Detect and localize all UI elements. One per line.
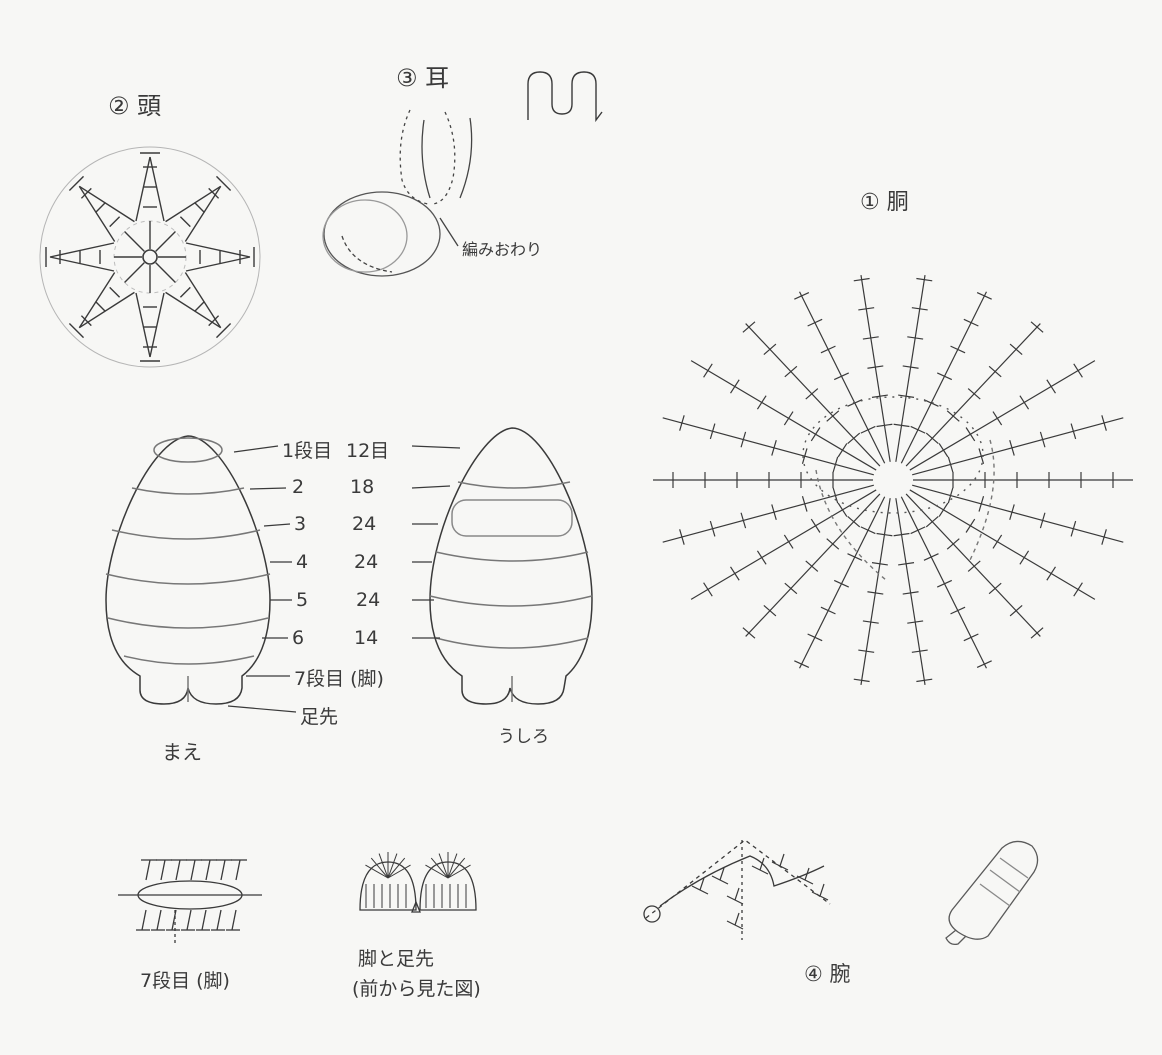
ear-label: ③ 耳	[396, 58, 449, 93]
round-label: 2	[292, 476, 304, 498]
stitch-count: 24	[354, 551, 378, 573]
leg-toe-chart	[360, 852, 476, 912]
stitch-count: 24	[352, 513, 376, 535]
head-label: ② 頭	[108, 86, 161, 121]
round-label: 6	[292, 627, 304, 649]
round-label: 5	[296, 589, 308, 611]
body-chart	[653, 275, 1133, 685]
front-view-label: まえ	[162, 736, 202, 765]
toe-label: 足先	[300, 702, 338, 729]
round-label: 3	[294, 513, 306, 535]
back-view-label: うしろ	[498, 722, 549, 747]
spiral-motif	[528, 72, 602, 120]
arm-label: ④ 腕	[804, 958, 851, 988]
front-view-figure	[106, 436, 270, 704]
round-label: 4	[296, 551, 308, 573]
round7-leg-label: 7段目 (脚)	[140, 966, 230, 993]
leg-toe-label: 脚と足先	[358, 944, 434, 971]
round-label: 1段目	[282, 436, 332, 463]
ear-chart	[323, 110, 472, 276]
leg-toe-caption: (前から見た図)	[352, 974, 481, 1001]
stitch-count: 12目	[346, 436, 389, 463]
arm-chart	[644, 840, 830, 940]
head-chart	[40, 147, 260, 367]
back-view-figure	[430, 428, 592, 704]
round7-leg-chart	[118, 860, 262, 945]
round-label: 7段目 (脚)	[294, 664, 384, 691]
bottle-sketch	[946, 841, 1038, 944]
ear-finish-label: 編みおわり	[462, 236, 542, 260]
stitch-count: 14	[354, 627, 378, 649]
stitch-count: 24	[356, 589, 380, 611]
stitch-count: 18	[350, 476, 374, 498]
body-label: ① 胴	[860, 184, 909, 216]
